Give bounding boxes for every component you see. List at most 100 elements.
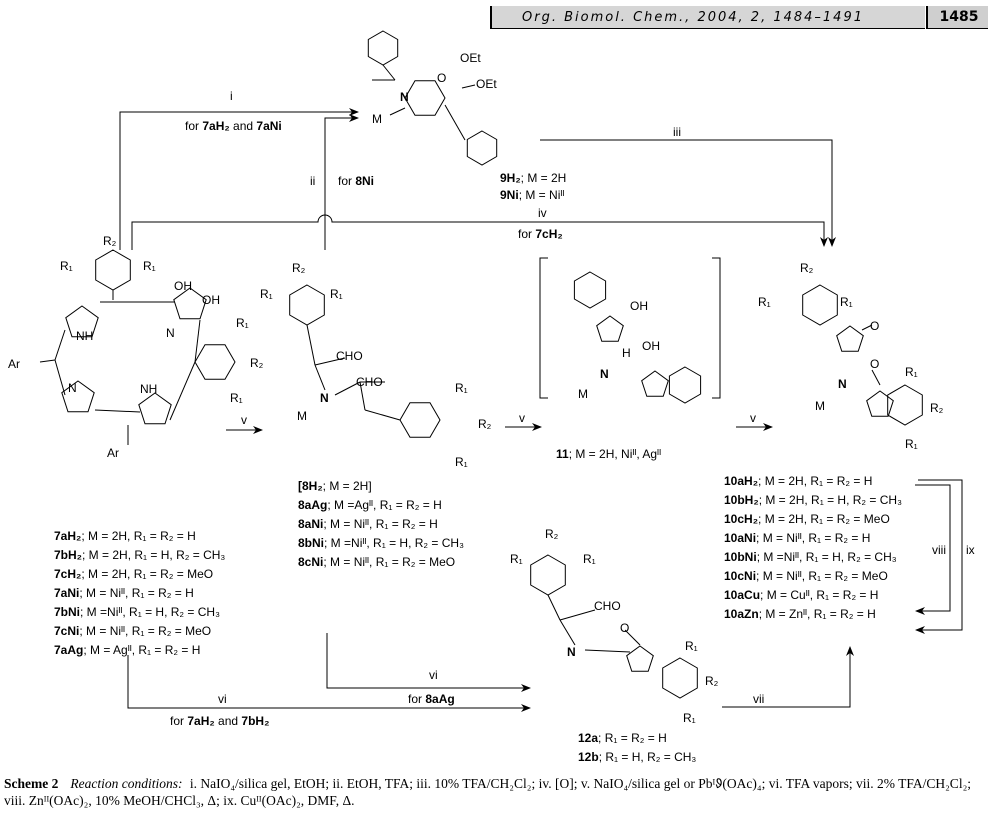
compound-label: 10cNi; M = Niᴵᴵ, R₁ = R₂ = MeO: [724, 569, 888, 583]
bond: [54, 329, 66, 361]
bond: [94, 409, 141, 413]
bond: [194, 319, 201, 363]
atom-r1: R₁: [455, 381, 468, 395]
atom-nh: NH: [76, 329, 94, 343]
indanone-ring: [836, 325, 864, 352]
bond: [359, 381, 366, 411]
arrow-vi-b: [326, 633, 531, 692]
compound-label: 7aNi; M = Niᴵᴵ, R₁ = R₂ = H: [54, 586, 194, 600]
bond: [624, 629, 641, 646]
aryl-ring: [194, 344, 236, 380]
aryl-ring: [530, 554, 566, 596]
atom-oet: OEt: [460, 51, 481, 65]
arrow-label-vi: vi: [429, 668, 438, 682]
atom-r1: R₁: [455, 455, 468, 469]
arrow-label-vi: vi: [218, 692, 227, 706]
atom-r1: R₁: [683, 711, 696, 725]
atom-cho: CHO: [336, 349, 363, 363]
compound-label: 7cH₂; M = 2H, R₁ = R₂ = MeO: [54, 567, 214, 581]
atom-oh: OH: [642, 339, 660, 353]
atom-oet: OEt: [476, 77, 497, 91]
bond: [54, 359, 66, 396]
phenyl-ring: [367, 30, 399, 66]
atom-n: N: [166, 326, 175, 340]
benzo-ring: [573, 271, 607, 309]
compound-label: 12b; R₁ = H, R₂ = CH₃: [578, 750, 697, 764]
atom-n: N: [400, 90, 409, 104]
compound-label: 8cNi; M = Niᴵᴵ, R₁ = R₂ = MeO: [298, 555, 456, 569]
atom-r2: R₂: [292, 261, 306, 275]
compound-label: 7bH₂; M = 2H, R₁ = H, R₂ = CH₃: [54, 548, 226, 562]
bond: [584, 649, 631, 653]
aryl-ring: [289, 284, 325, 326]
atom-r2: R₂: [800, 261, 814, 275]
atom-r1: R₁: [510, 552, 523, 566]
compound-label: 10aH₂; M = 2H, R₁ = R₂ = H: [724, 474, 873, 488]
arrow-ii: [324, 114, 359, 250]
atom-r1: R₁: [758, 295, 771, 309]
atom-oh: OH: [202, 293, 220, 307]
bond: [314, 357, 346, 366]
atom-o: O: [870, 357, 880, 371]
compound-label: 10aNi; M = Niᴵᴵ, R₁ = R₂ = H: [724, 531, 871, 545]
bond: [306, 324, 316, 366]
compound-label: 7aAg; M = Agᴵᴵ, R₁ = R₂ = H: [54, 643, 201, 657]
arrow-viii: [915, 484, 951, 615]
atom-r1: R₁: [905, 365, 918, 379]
benzo-ring: [662, 657, 698, 699]
arrow-condition-ii: for 8Ni: [338, 174, 375, 188]
indane-ring: [641, 370, 669, 397]
compound-label: [8H₂; M = 2H]: [298, 479, 372, 493]
bond: [314, 364, 326, 391]
arrow-label-ii: ii: [310, 174, 316, 188]
arrow-ix: [915, 479, 963, 634]
atom-r2: R₂: [478, 417, 492, 431]
aryl-ring: [399, 402, 441, 438]
atom-m: M: [578, 387, 588, 401]
pyrrole-ring: [138, 392, 172, 425]
arrow-iii: [540, 139, 836, 247]
compound-label: 9Ni; M = Niᴵᴵ: [500, 188, 565, 202]
atom-r1: R₁: [905, 437, 918, 451]
compound-label: 8bNi; M =Niᴵᴵ, R₁ = H, R₂ = CH₃: [298, 536, 464, 550]
bracket-left: [539, 257, 548, 399]
bond: [461, 84, 476, 89]
atom-r1: R₁: [236, 316, 249, 330]
arrow-iv: [131, 214, 828, 250]
atom-r1: R₁: [583, 552, 596, 566]
compound-label: 7aH₂; M = 2H, R₁ = R₂ = H: [54, 529, 196, 543]
indanone-ring: [626, 645, 654, 672]
arrow-vii: [722, 646, 854, 708]
atom-r1: R₁: [330, 287, 343, 301]
compound-label: 8aNi; M = Niᴵᴵ, R₁ = R₂ = H: [298, 517, 438, 531]
compound-label: 10bNi; M =Niᴵᴵ, R₁ = H, R₂ = CH₃: [724, 550, 897, 564]
atom-o: O: [437, 71, 447, 85]
bond: [389, 107, 406, 116]
bond: [559, 619, 576, 646]
indanone-ring: [866, 390, 894, 417]
compound-label: 10aCu; M = Cuᴵᴵ, R₁ = R₂ = H: [724, 588, 879, 602]
bond: [871, 369, 881, 386]
page-number: 1485: [926, 6, 988, 29]
atom-n: N: [567, 645, 576, 659]
atom-m: M: [372, 112, 382, 126]
arrow-condition-iv: for 7cH₂: [518, 227, 563, 241]
arrow-label-ix: ix: [966, 543, 975, 557]
aryl-ring: [95, 249, 131, 291]
compound-11-label: 11; M = 2H, Niᴵᴵ, Agᴵᴵ: [556, 447, 662, 461]
compound-label: 7cNi; M = Niᴵᴵ, R₁ = R₂ = MeO: [54, 624, 212, 638]
oxazine-ring: [404, 80, 446, 116]
arrow-label-i: i: [230, 89, 233, 103]
compound-label: 7bNi; M =Niᴵᴵ, R₁ = H, R₂ = CH₃: [54, 605, 220, 619]
atom-r2: R₂: [705, 674, 719, 688]
atom-h: H: [622, 346, 631, 360]
compound-label: 9H₂; M = 2H: [500, 171, 567, 185]
bond: [559, 609, 596, 621]
atom-oh: OH: [174, 279, 192, 293]
benzo-ring: [668, 366, 702, 404]
arrow-vi-a: [127, 655, 531, 712]
bracket-right: [712, 257, 721, 399]
pyrrole-ring: [61, 380, 95, 413]
bond: [444, 104, 466, 141]
atom-cho: CHO: [594, 599, 621, 613]
